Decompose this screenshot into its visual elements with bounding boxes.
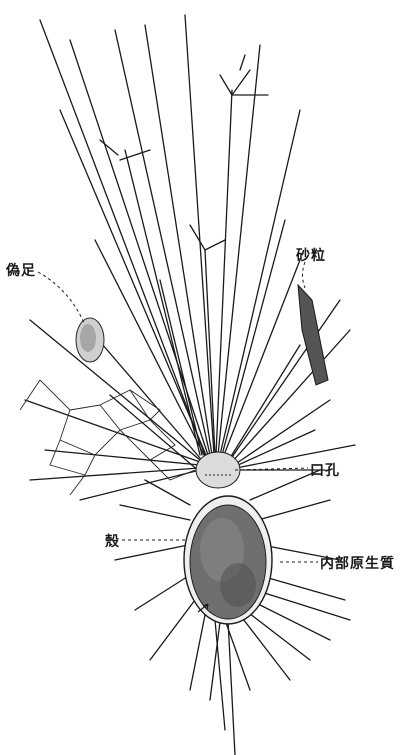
pseudopod-blob xyxy=(76,318,104,362)
sand-grain-mark xyxy=(298,285,328,385)
pseudopodia-lines xyxy=(25,15,355,755)
label-inner-protoplasm: 内部原生質 xyxy=(320,553,395,573)
label-pseudopod: 偽足 xyxy=(6,260,36,280)
label-aperture: 口孔 xyxy=(310,460,340,480)
aperture-region xyxy=(196,452,240,488)
label-sand-grain: 砂粒 xyxy=(296,245,326,265)
shell-body xyxy=(184,496,272,624)
label-shell: 殼 xyxy=(105,531,120,551)
